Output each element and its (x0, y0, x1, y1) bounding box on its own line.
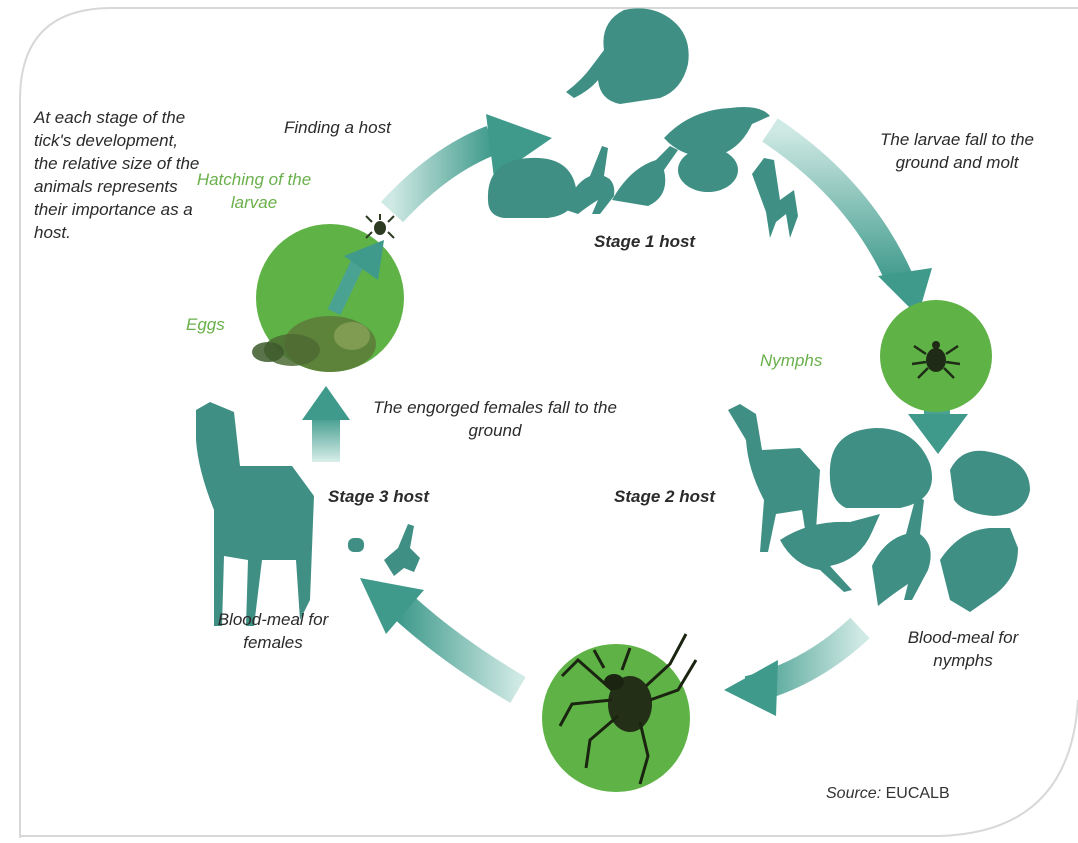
arrow-blood-meal-nymphs (724, 628, 860, 716)
hedgehog-icon (348, 538, 364, 552)
finding-host-label: Finding a host (284, 116, 391, 139)
squirrel-icon (566, 8, 689, 104)
larvae-fall-label: The larvae fall to the ground and molt (852, 128, 1062, 174)
arrow-to-stage3 (360, 578, 518, 690)
stage1-animals (488, 8, 798, 238)
eggs-label: Eggs (186, 313, 225, 336)
hedgehog-icon (830, 428, 932, 508)
nymphs-label: Nymphs (760, 349, 822, 372)
deer-icon (752, 158, 798, 238)
side-note: At each stage of the tick's development,… (34, 106, 204, 244)
stage1-host-label: Stage 1 host (594, 230, 695, 253)
stage3-host-label: Stage 3 host (328, 485, 429, 508)
deer-icon (196, 402, 314, 626)
arrow-engorged-up (302, 386, 350, 462)
hatching-label: Hatching of the larvae (190, 168, 318, 214)
pheasant-icon (612, 146, 678, 206)
stage2-animals (728, 404, 1030, 612)
mouse-icon (950, 451, 1030, 516)
hedgehog-icon (488, 158, 576, 218)
engorged-label: The engorged females fall to the ground (360, 396, 630, 442)
hare-icon (384, 524, 420, 576)
mouse-icon (678, 148, 738, 192)
tick-larva-icon (366, 214, 394, 238)
blood-meal-females-label: Blood-meal for females (198, 608, 348, 654)
hare-icon (872, 496, 931, 606)
blood-meal-nymphs-label: Blood-meal for nymphs (898, 626, 1028, 672)
source-value: EUCALB (886, 785, 950, 802)
bird-icon (780, 514, 880, 592)
pheasant-icon (940, 528, 1018, 612)
stage2-host-label: Stage 2 host (614, 485, 715, 508)
source-label: Source: (826, 785, 881, 802)
source-credit: Source: EUCALB (826, 785, 950, 803)
